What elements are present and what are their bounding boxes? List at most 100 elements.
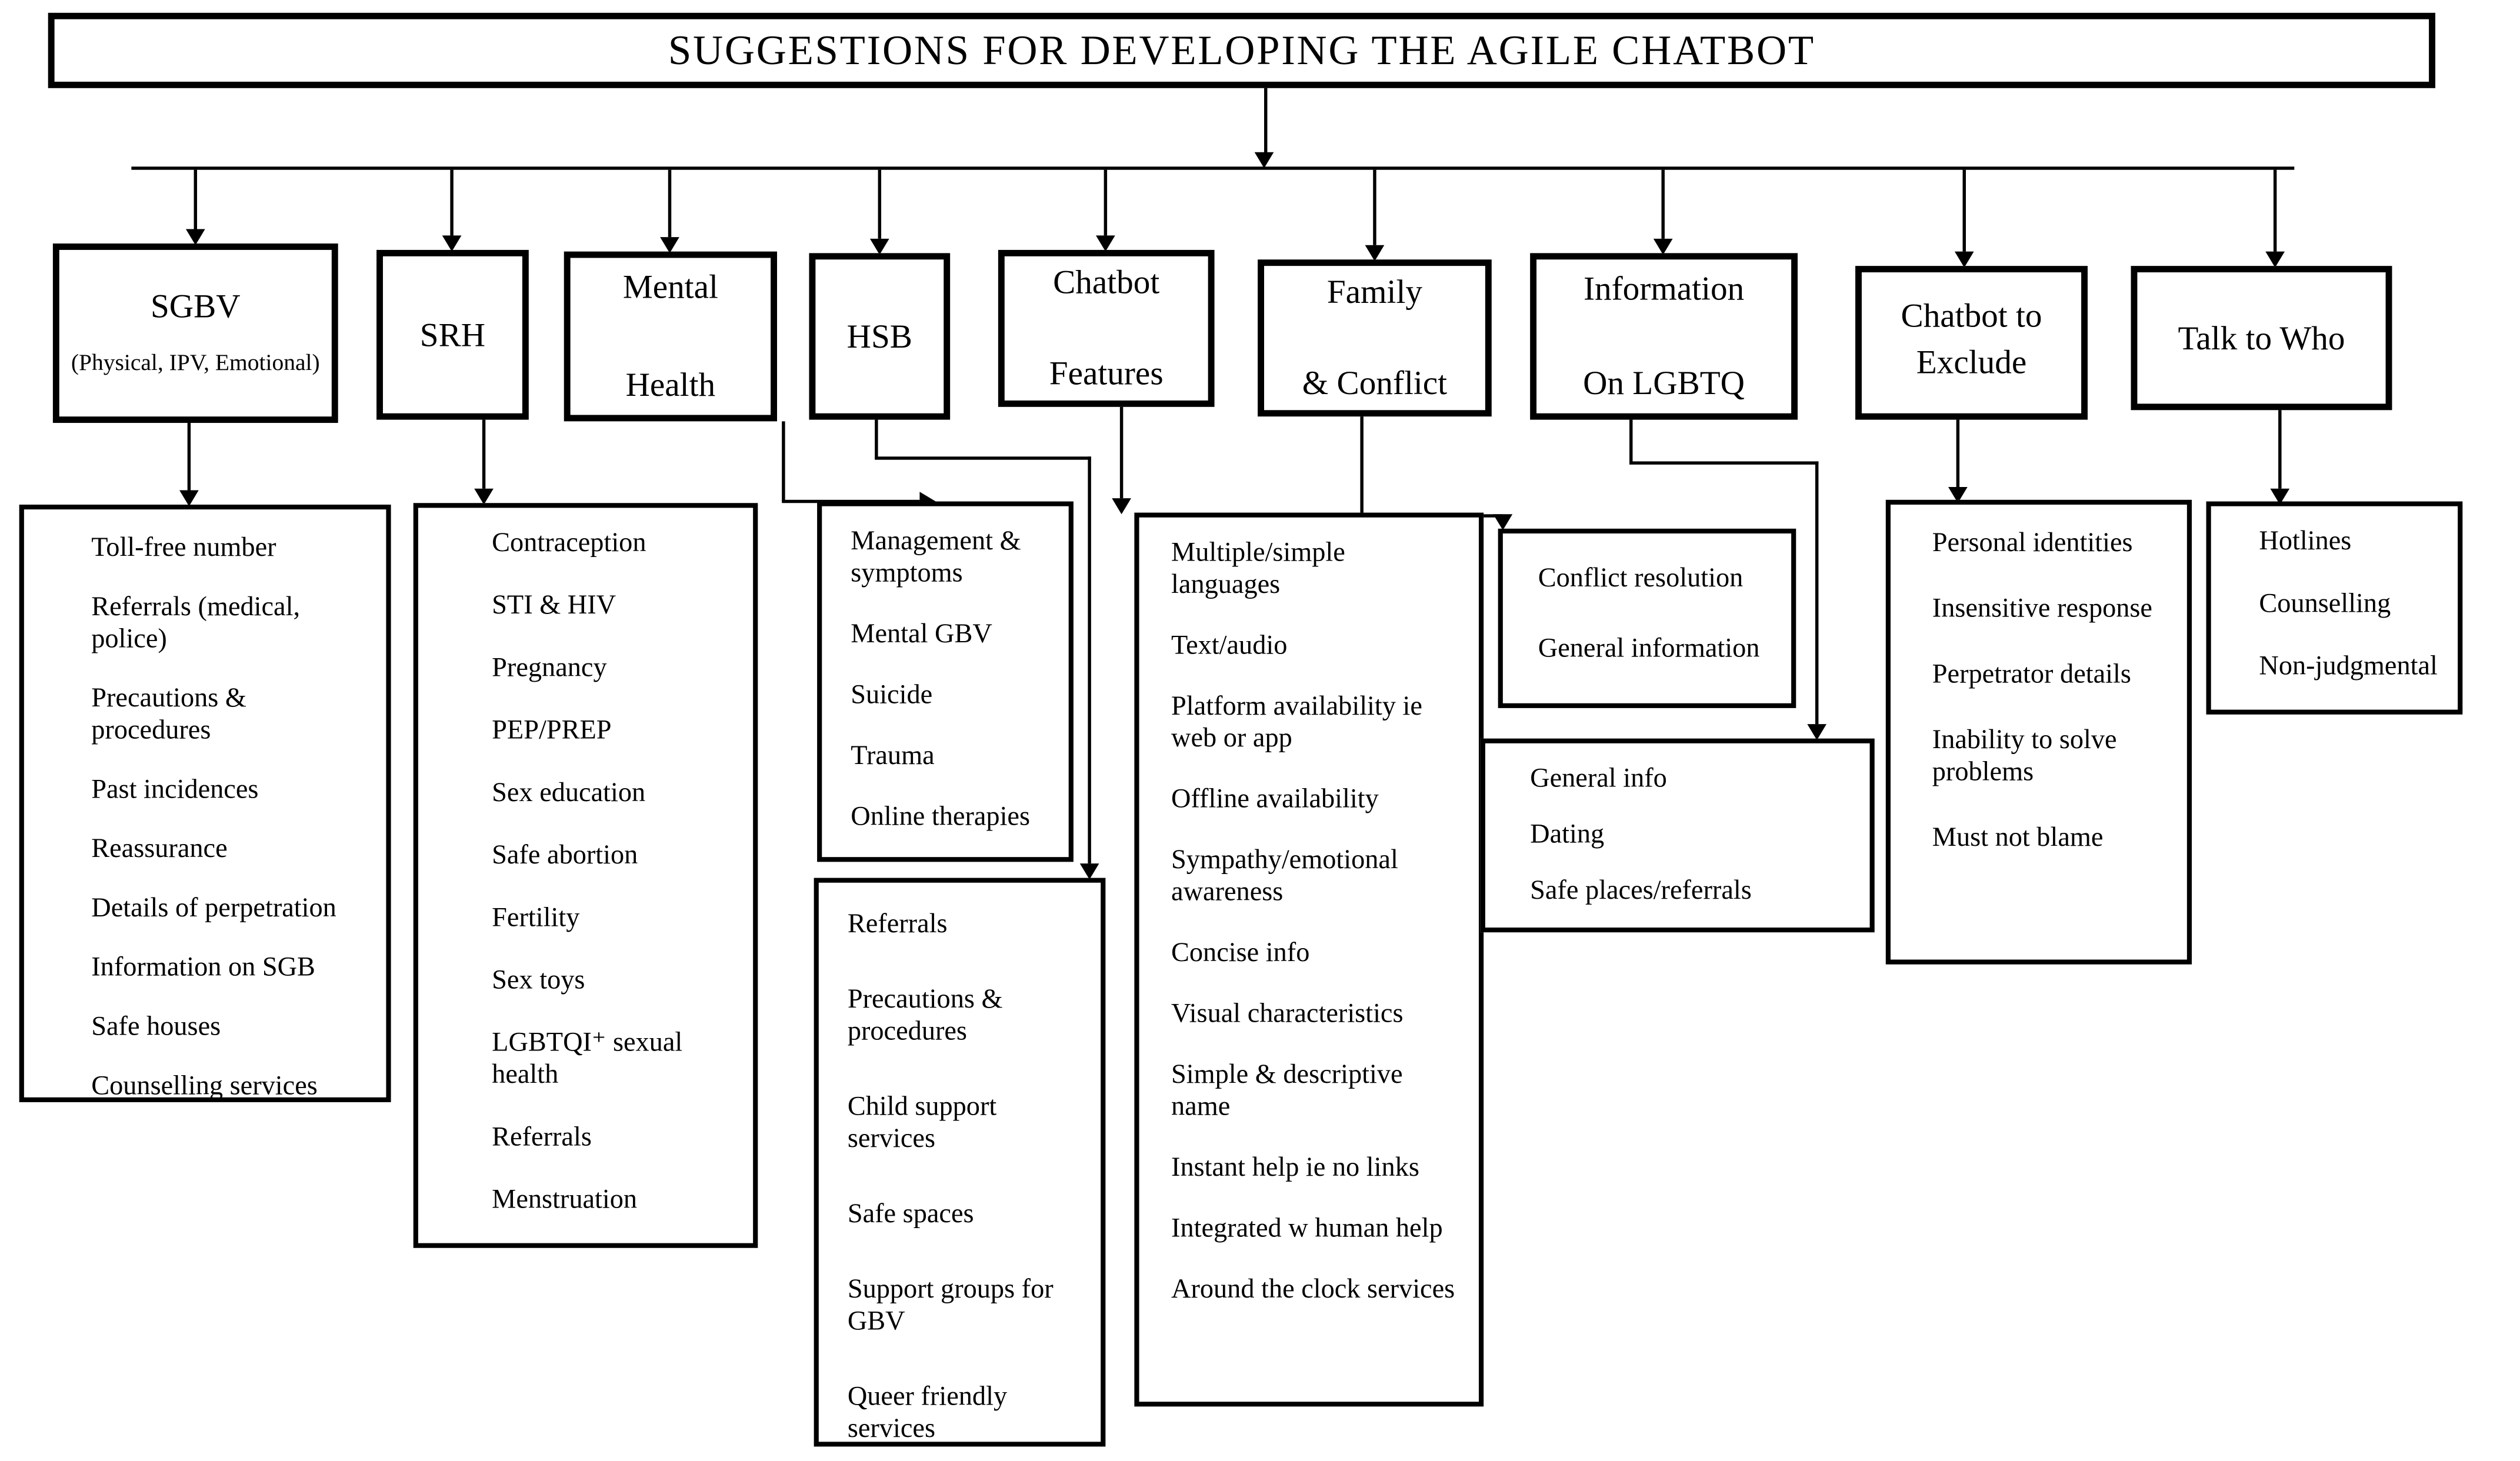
list-item: Must not blame [1932,822,2104,853]
branch-list-hsb: Referrals Precautions & procedures Child… [814,878,1106,1447]
connector-line [1661,169,1665,239]
list-item: Multiple/simple languages [1171,536,1345,599]
connector-line [1088,456,1091,864]
list-item: Counselling services [91,1070,318,1101]
list-item: Toll-free number [91,532,276,563]
title-box: SUGGESTIONS FOR DEVELOPING THE AGILE CHA… [48,12,2436,88]
list-item: Integrated w human help [1171,1212,1443,1243]
list-item: PEP/PREP [492,714,612,745]
branch-list-talk-to-who: Hotlines Counselling Non-judgmental [2206,501,2463,715]
branch-label: & Conflict [1302,363,1448,402]
page-title: SUGGESTIONS FOR DEVELOPING THE AGILE CHA… [668,26,1815,73]
branch-label: Information [1583,269,1745,308]
arrow-down-icon [869,238,889,255]
list-item: Fertility [492,902,580,933]
list-item: Safe houses [91,1010,221,1042]
branch-box-sgbv: SGBV (Physical, IPV, Emotional) [52,243,338,423]
branch-box-chatbot-to-exclude: Chatbot to Exclude [1855,266,2088,420]
connector-line [1104,169,1108,236]
branch-label: Chatbot to [1901,296,2042,335]
connector-line [1360,416,1364,516]
branch-label: On LGBTQ [1583,363,1745,402]
branch-box-family-conflict: Family & Conflict [1258,259,1492,417]
list-item: Conflict resolution [1538,562,1744,593]
arrow-down-icon [179,490,199,506]
list-item: Hotlines [2259,525,2352,556]
list-item: Menstruation [492,1183,638,1215]
list-item: Personal identities [1932,527,2133,558]
connector-line [2273,169,2277,252]
connector-line [782,421,785,502]
arrow-down-icon [1653,238,1673,255]
list-item: LGBTQI⁺ sexual health [492,1026,683,1090]
branch-label: Health [625,365,716,404]
branch-box-srh: SRH [376,249,529,420]
list-item: Around the clock services [1171,1273,1455,1305]
branch-label: Family [1326,272,1422,311]
branch-list-information-on-lgbtq: General info Dating Safe places/referral… [1480,738,1875,933]
list-item: Safe places/referrals [1530,875,1752,905]
connector-line [482,419,486,489]
list-item: Concise info [1171,937,1310,968]
arrow-down-icon [185,229,205,245]
connector-line [875,456,1091,460]
list-item: Trauma [851,740,935,771]
branch-box-mental-health: Mental Health [564,251,777,422]
branch-sublabel: (Physical, IPV, Emotional) [71,351,320,377]
arrow-down-icon [660,237,679,253]
connector-line [668,169,672,238]
arrow-down-icon [1079,863,1099,880]
list-item: Insensitive response [1932,592,2152,623]
list-item: Referrals [847,908,948,939]
list-item: Suicide [851,679,933,710]
arrow-down-icon [474,488,494,505]
branch-label: HSB [846,316,912,355]
connector-line [1629,461,1819,465]
arrow-down-icon [1365,245,1385,261]
list-item: Child support services [847,1090,997,1154]
branch-box-information-on-lgbtq: Information On LGBTQ [1530,253,1798,420]
list-item: Visual characteristics [1171,998,1404,1029]
list-item: Online therapies [851,800,1031,832]
branch-label: Features [1049,353,1164,393]
connector-line [1264,88,1268,154]
connector-line [1373,169,1376,245]
arrow-down-icon [1807,724,1827,740]
list-item: Referrals (medical, police) [91,591,301,654]
distribution-line [131,166,2295,170]
list-item: Non-judgmental [2259,650,2438,681]
list-item: Counselling [2259,588,2391,619]
connector-line [450,169,454,236]
connector-line [1119,406,1124,499]
branch-list-srh: Contraception STI & HIV Pregnancy PEP/PR… [413,503,758,1248]
list-item: Sex toys [492,964,585,995]
connector-line [875,419,878,458]
list-item: Details of perpetration [91,892,336,923]
branch-label: SGBV [150,286,241,325]
list-item: Mental GBV [851,618,992,649]
branch-label: Exclude [1916,342,2027,382]
arrow-down-icon [1954,251,1974,268]
list-item: Simple & descriptive name [1171,1059,1403,1122]
list-item: Support groups for GBV [847,1273,1054,1336]
arrow-down-icon [1112,498,1131,515]
connector-line [1962,169,1966,252]
branch-list-family-conflict: Conflict resolution General information [1498,528,1796,708]
list-item: Safe abortion [492,839,638,870]
connector-line [1629,419,1633,463]
list-item: General information [1538,632,1760,663]
list-item: Contraception [492,527,646,558]
list-item: Platform availability ie web or app [1171,690,1422,753]
list-item: Management & symptoms [851,525,1021,588]
list-item: Perpetrator details [1932,658,2131,689]
list-item: STI & HIV [492,589,616,621]
connector-line [187,423,191,491]
list-item: Precautions & procedures [91,682,246,745]
arrow-down-icon [1493,514,1513,531]
list-item: Information on SGB [91,951,315,982]
branch-list-sgbv: Toll-free number Referrals (medical, pol… [19,504,391,1102]
list-item: Safe spaces [847,1198,974,1229]
branch-list-chatbot-to-exclude: Personal identities Insensitive response… [1885,499,2192,965]
branch-label: SRH [419,315,486,353]
